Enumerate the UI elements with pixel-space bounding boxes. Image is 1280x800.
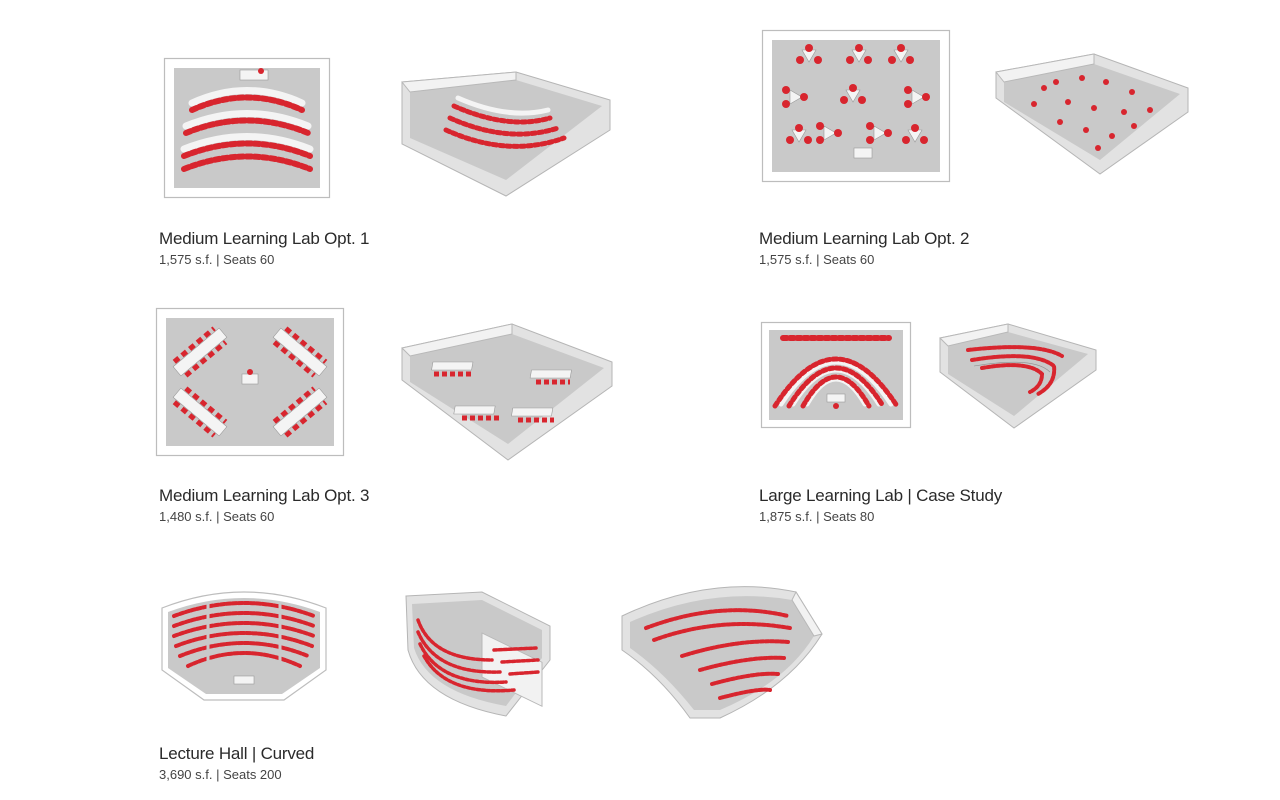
large-3d-diagram: [938, 322, 1098, 430]
lab3-subtitle: 1,480 s.f. | Seats 60: [159, 509, 275, 524]
lab1-subtitle: 1,575 s.f. | Seats 60: [159, 252, 275, 267]
lab1-caption: Medium Learning Lab Opt. 1 1,575 s.f. | …: [159, 229, 369, 267]
lecture-title: Lecture Hall | Curved: [159, 744, 315, 763]
lab1-plan-diagram: [163, 57, 331, 199]
lab1-3d-diagram: [398, 70, 612, 200]
lab2-plan-diagram: [761, 29, 951, 183]
large-subtitle: 1,875 s.f. | Seats 80: [759, 509, 875, 524]
lab3-3d-diagram: [400, 322, 614, 462]
large-title: Large Learning Lab | Case Study: [759, 486, 1002, 505]
lecture-caption: Lecture Hall | Curved 3,690 s.f. | Seats…: [159, 744, 314, 782]
lab3-caption: Medium Learning Lab Opt. 3 1,480 s.f. | …: [159, 486, 369, 524]
lecture-plan-diagram: [158, 584, 330, 706]
lab2-caption: Medium Learning Lab Opt. 2 1,575 s.f. | …: [759, 229, 969, 267]
lab1-title: Medium Learning Lab Opt. 1: [159, 229, 370, 248]
lab2-title: Medium Learning Lab Opt. 2: [759, 229, 970, 248]
lecture-subtitle: 3,690 s.f. | Seats 200: [159, 767, 282, 782]
lab2-3d-diagram: [994, 52, 1190, 176]
lab3-title: Medium Learning Lab Opt. 3: [159, 486, 370, 505]
lecture-3d-diagram-b: [620, 586, 824, 720]
lab3-plan-diagram: [155, 307, 345, 457]
lab2-subtitle: 1,575 s.f. | Seats 60: [759, 252, 875, 267]
large-caption: Large Learning Lab | Case Study 1,875 s.…: [759, 486, 1002, 524]
large-plan-diagram: [760, 321, 912, 429]
lecture-3d-diagram-a: [402, 590, 552, 718]
